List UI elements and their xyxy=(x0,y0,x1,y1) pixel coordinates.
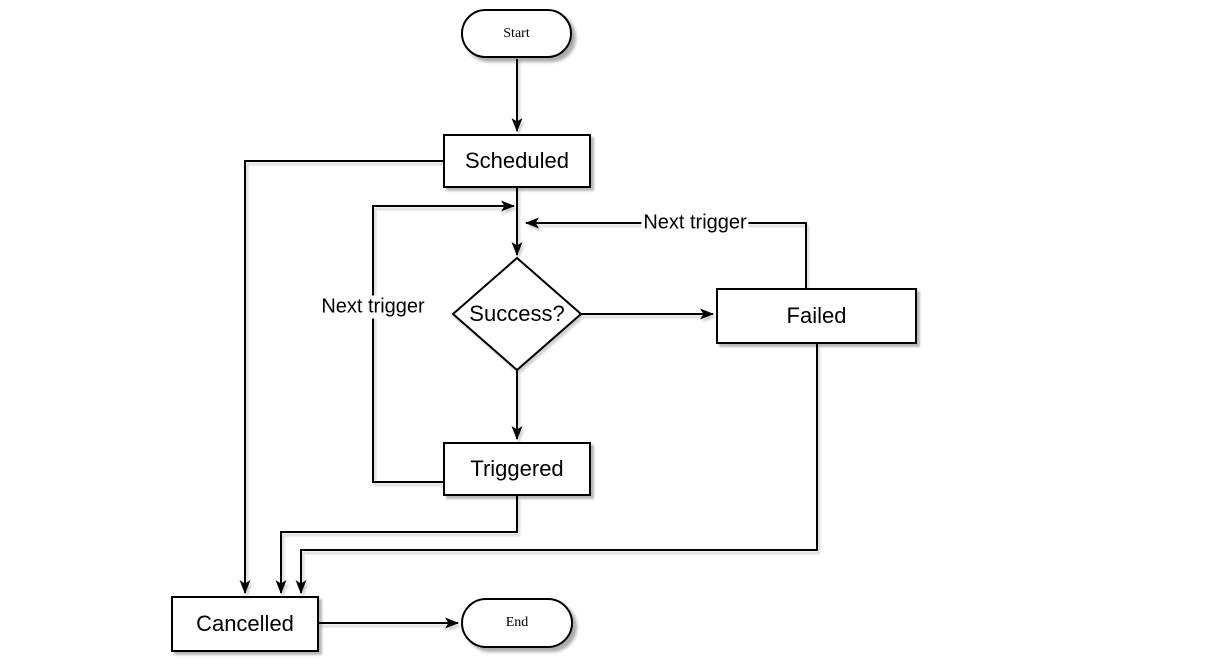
cancelled-process-box: Cancelled xyxy=(171,596,319,652)
edge-triggered-to-cancelled xyxy=(275,496,518,594)
start-terminator: Start xyxy=(461,9,572,58)
edge-failed-to-cancelled xyxy=(295,344,818,594)
triggered-label: Triggered xyxy=(470,456,564,481)
scheduled-label: Scheduled xyxy=(465,148,569,173)
edge-failed-loop-to-success xyxy=(525,217,807,288)
next-trigger-label-top: Next trigger xyxy=(641,211,749,235)
triggered-process-box: Triggered xyxy=(443,442,591,496)
success-decision-label: Success? xyxy=(469,301,565,326)
end-label: End xyxy=(505,615,529,630)
failed-process-box: Failed xyxy=(716,288,917,344)
scheduled-process-box: Scheduled xyxy=(443,134,591,188)
start-label: Start xyxy=(503,25,530,41)
edge-triggered-loop-to-success xyxy=(372,200,515,483)
cancelled-label: Cancelled xyxy=(196,611,294,636)
failed-label: Failed xyxy=(786,303,847,328)
end-terminator: End xyxy=(461,598,573,648)
edge-scheduled-to-cancelled xyxy=(239,160,443,594)
success-decision-shape xyxy=(451,256,583,372)
next-trigger-label-left: Next trigger xyxy=(319,295,427,319)
